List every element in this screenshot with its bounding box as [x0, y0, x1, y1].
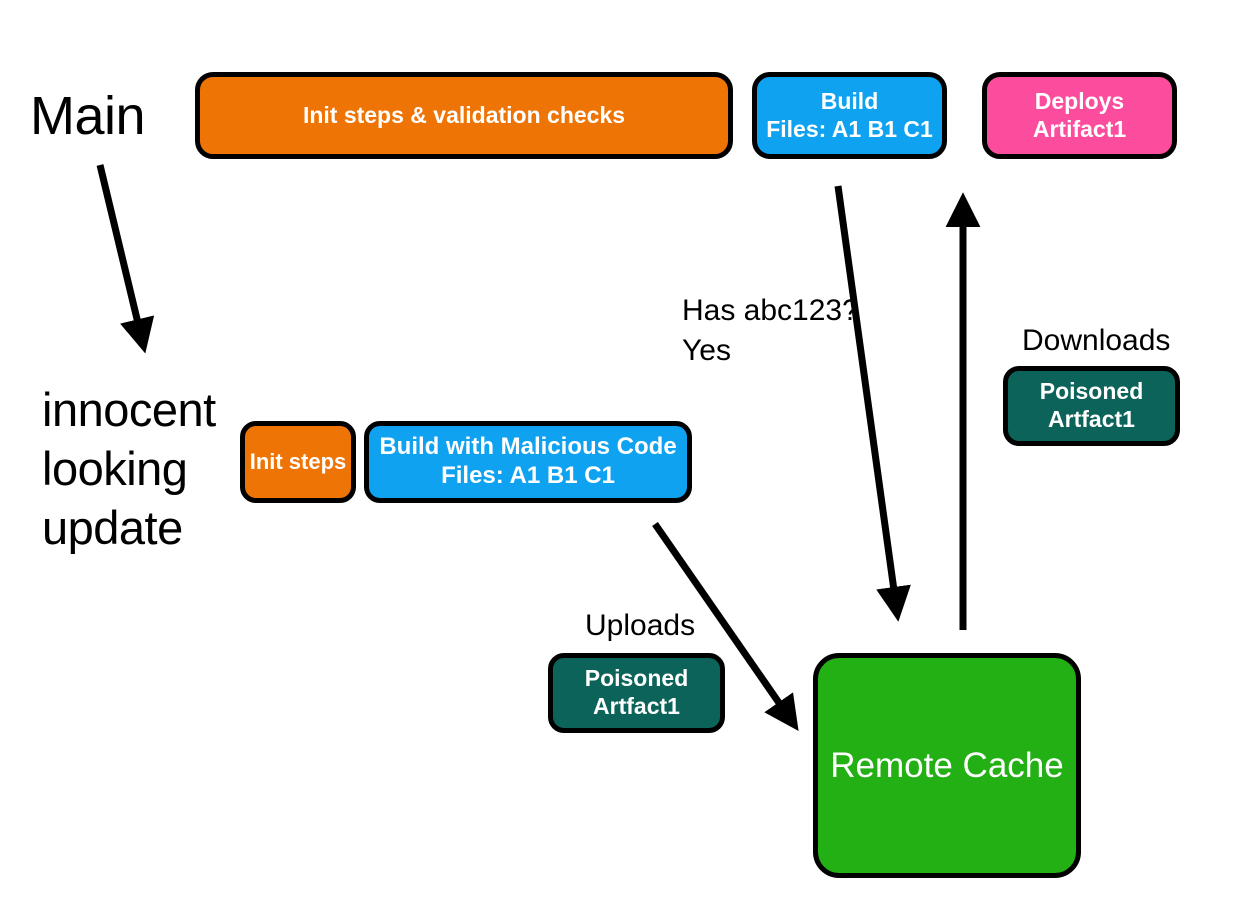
node-remote-cache[interactable]: Remote Cache [813, 653, 1081, 878]
node-build-with-malicious-code[interactable]: Build with Malicious Code Files: A1 B1 C… [364, 421, 692, 503]
node-init-steps-validation-checks[interactable]: Init steps & validation checks [195, 72, 733, 159]
edge-label-cache-query: Has abc123? Yes [682, 294, 859, 367]
lane-title-main: Main [30, 86, 146, 146]
arrow-build-to-remote-cache [834, 185, 911, 622]
edge-label-downloads: Downloads [1022, 324, 1171, 357]
node-init-steps[interactable]: Init steps [240, 421, 356, 503]
lane-title-innocent-update: innocent looking update [42, 383, 216, 555]
node-deploys-artifact1[interactable]: Deploys Artifact1 [982, 72, 1177, 159]
edge-label-uploads: Uploads [585, 609, 696, 642]
node-poisoned-artifact-downloaded[interactable]: Poisoned Artfact1 [1003, 366, 1180, 446]
arrow-main-to-branch [96, 164, 155, 354]
node-poisoned-artifact-uploaded[interactable]: Poisoned Artfact1 [548, 653, 725, 733]
node-build-clean[interactable]: Build Files: A1 B1 C1 [752, 72, 947, 159]
